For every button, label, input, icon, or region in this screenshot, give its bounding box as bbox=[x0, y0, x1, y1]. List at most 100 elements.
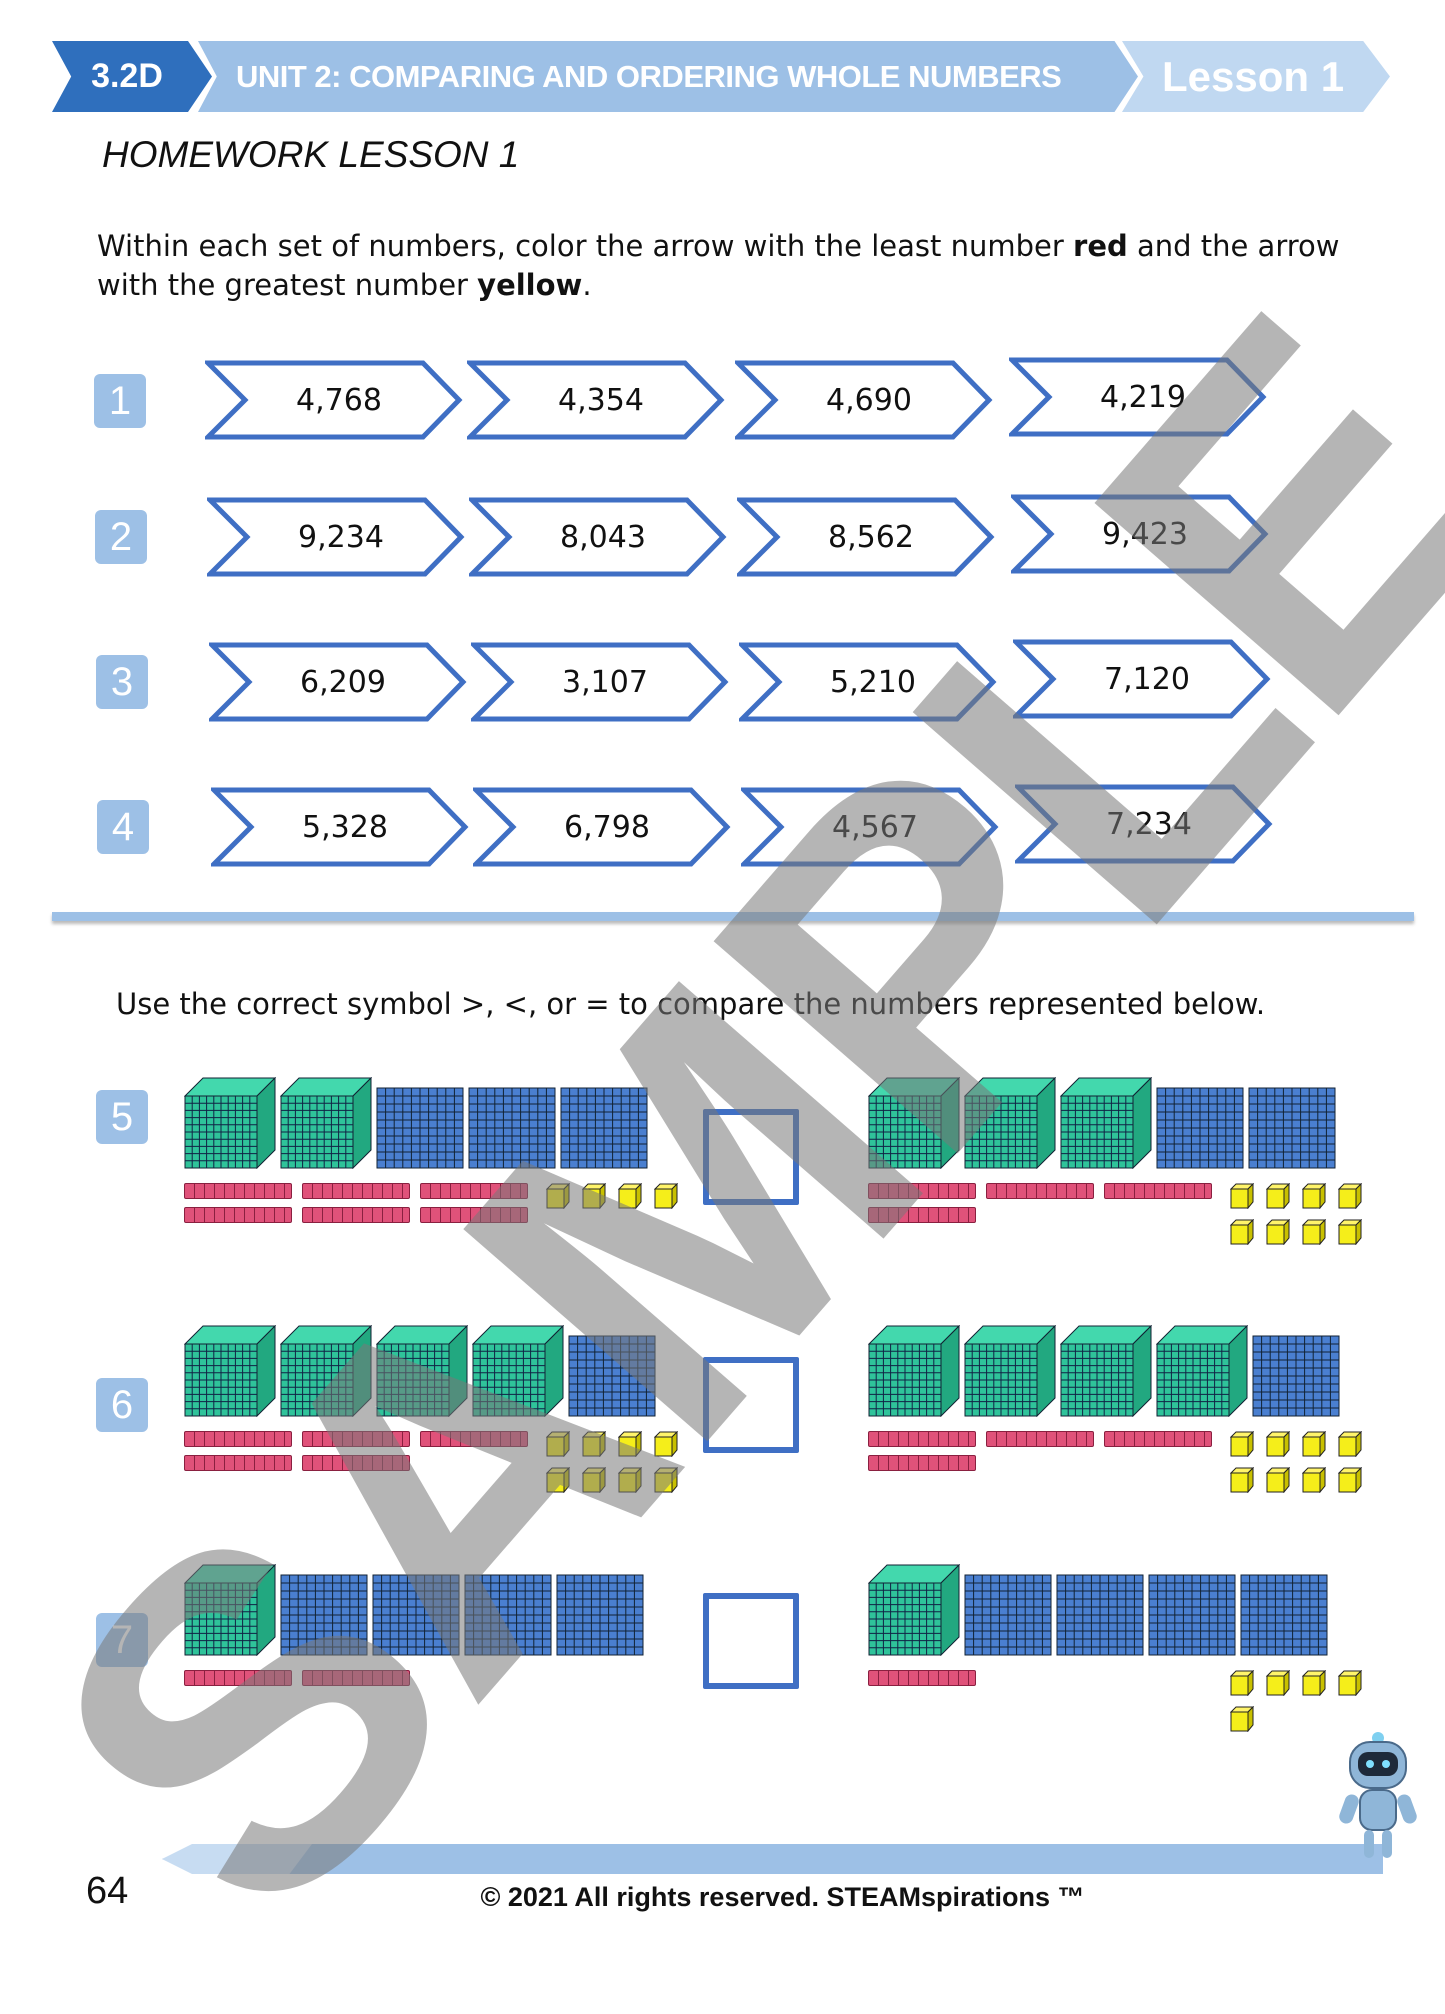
ten-rod-icon bbox=[302, 1207, 410, 1223]
ten-rod-icon bbox=[986, 1183, 1094, 1199]
one-units bbox=[1230, 1183, 1362, 1245]
one-unit-icon bbox=[618, 1431, 642, 1457]
number-arrow[interactable]: 6,798 bbox=[473, 787, 731, 867]
ten-rod-icon bbox=[868, 1183, 976, 1199]
thousand-cube-icon bbox=[472, 1325, 564, 1417]
large-blocks bbox=[184, 1564, 678, 1656]
ten-rods bbox=[868, 1431, 1212, 1471]
ten-rod-icon bbox=[420, 1183, 528, 1199]
instr-red: red bbox=[1073, 229, 1128, 263]
ten-rod-icon bbox=[184, 1207, 292, 1223]
one-unit-icon bbox=[1266, 1183, 1290, 1209]
section-divider bbox=[52, 912, 1414, 921]
one-unit-icon bbox=[618, 1183, 642, 1209]
thousand-cube-icon bbox=[964, 1077, 1056, 1169]
comparison-answer-box[interactable] bbox=[703, 1357, 799, 1453]
number-arrow[interactable]: 4,219 bbox=[1009, 357, 1267, 437]
number-arrow[interactable]: 9,234 bbox=[207, 497, 465, 577]
ten-rod-icon bbox=[868, 1431, 976, 1447]
number-arrow[interactable]: 7,120 bbox=[1013, 639, 1271, 719]
instructions-compare: Use the correct symbol >, <, or = to com… bbox=[116, 987, 1266, 1021]
one-unit-icon bbox=[654, 1467, 678, 1493]
hundred-flat-icon bbox=[1056, 1574, 1144, 1656]
hundred-flat-icon bbox=[568, 1335, 656, 1417]
arrow-value: 6,798 bbox=[564, 809, 650, 845]
arrow-value: 4,690 bbox=[826, 382, 912, 418]
thousand-cube-icon bbox=[1156, 1325, 1248, 1417]
number-arrow[interactable]: 7,234 bbox=[1015, 784, 1273, 864]
one-units bbox=[546, 1431, 678, 1493]
number-arrow[interactable]: 8,562 bbox=[737, 497, 995, 577]
number-arrow[interactable]: 4,354 bbox=[467, 360, 725, 440]
arrow-value: 7,234 bbox=[1106, 806, 1192, 842]
ten-rod-icon bbox=[868, 1455, 976, 1471]
large-blocks bbox=[184, 1077, 678, 1169]
footer-bar-accent bbox=[162, 1844, 312, 1874]
thousand-cube-icon bbox=[868, 1325, 960, 1417]
base-ten-group bbox=[184, 1564, 678, 1686]
number-arrow[interactable]: 4,768 bbox=[205, 360, 463, 440]
large-blocks bbox=[184, 1325, 678, 1417]
instr-text: . bbox=[582, 268, 592, 302]
number-arrow[interactable]: 5,328 bbox=[211, 787, 469, 867]
ten-rod-icon bbox=[184, 1431, 292, 1447]
ten-rod-icon bbox=[420, 1207, 528, 1223]
ten-rods bbox=[184, 1183, 528, 1223]
large-blocks bbox=[868, 1325, 1362, 1417]
base-ten-group bbox=[868, 1077, 1362, 1245]
number-arrow[interactable]: 8,043 bbox=[469, 497, 727, 577]
one-unit-icon bbox=[1266, 1670, 1290, 1696]
one-units bbox=[546, 1183, 678, 1209]
one-unit-icon bbox=[1266, 1431, 1290, 1457]
thousand-cube-icon bbox=[1060, 1325, 1152, 1417]
ten-rods bbox=[184, 1431, 528, 1471]
thousand-cube-icon bbox=[964, 1325, 1056, 1417]
number-arrow[interactable]: 5,210 bbox=[739, 642, 997, 722]
number-arrow[interactable]: 9,423 bbox=[1011, 494, 1269, 574]
ten-rod-icon bbox=[302, 1455, 410, 1471]
base-ten-group bbox=[184, 1077, 678, 1223]
hundred-flat-icon bbox=[280, 1574, 368, 1656]
arrow-value: 9,234 bbox=[298, 519, 384, 555]
robot-mascot-icon bbox=[1336, 1730, 1420, 1865]
number-arrow[interactable]: 4,690 bbox=[735, 360, 993, 440]
one-unit-icon bbox=[1302, 1219, 1326, 1245]
hundred-flat-icon bbox=[1248, 1087, 1336, 1169]
number-arrow[interactable]: 4,567 bbox=[741, 787, 999, 867]
ten-rods bbox=[868, 1670, 1212, 1686]
unit-banner: UNIT 2: COMPARING AND ORDERING WHOLE NUM… bbox=[198, 41, 1138, 112]
hundred-flat-icon bbox=[1240, 1574, 1328, 1656]
one-unit-icon bbox=[1230, 1467, 1254, 1493]
ten-rod-icon bbox=[184, 1670, 292, 1686]
arrow-value: 3,107 bbox=[562, 664, 648, 700]
hundred-flat-icon bbox=[1156, 1087, 1244, 1169]
ten-rods bbox=[868, 1183, 1212, 1223]
arrow-value: 7,120 bbox=[1104, 661, 1190, 697]
thousand-cube-icon bbox=[280, 1077, 372, 1169]
one-unit-icon bbox=[582, 1431, 606, 1457]
one-unit-icon bbox=[546, 1431, 570, 1457]
arrow-value: 4,768 bbox=[296, 382, 382, 418]
one-unit-icon bbox=[582, 1467, 606, 1493]
thousand-cube-icon bbox=[868, 1564, 960, 1656]
one-unit-icon bbox=[546, 1183, 570, 1209]
comparison-answer-box[interactable] bbox=[703, 1109, 799, 1205]
comparison-answer-box[interactable] bbox=[703, 1593, 799, 1689]
number-arrow[interactable]: 6,209 bbox=[209, 642, 467, 722]
base-ten-group bbox=[184, 1325, 678, 1493]
one-unit-icon bbox=[582, 1183, 606, 1209]
ten-rod-icon bbox=[184, 1183, 292, 1199]
thousand-cube-icon bbox=[868, 1077, 960, 1169]
one-unit-icon bbox=[1230, 1706, 1254, 1732]
one-unit-icon bbox=[654, 1183, 678, 1209]
base-ten-group bbox=[868, 1564, 1362, 1732]
problem-number-badge: 2 bbox=[95, 510, 147, 564]
arrow-value: 8,562 bbox=[828, 519, 914, 555]
one-unit-icon bbox=[654, 1431, 678, 1457]
problem-number-badge: 6 bbox=[96, 1378, 148, 1432]
arrow-value: 8,043 bbox=[560, 519, 646, 555]
one-units bbox=[1230, 1431, 1362, 1493]
number-arrow[interactable]: 3,107 bbox=[471, 642, 729, 722]
ten-rod-icon bbox=[868, 1670, 976, 1686]
arrow-value: 5,328 bbox=[302, 809, 388, 845]
